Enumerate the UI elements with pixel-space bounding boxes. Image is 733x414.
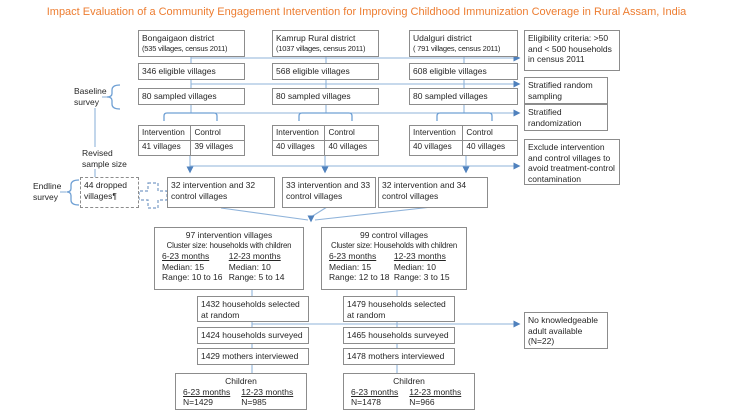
households-surveyed-box: 1424 households surveyed — [197, 327, 309, 344]
median-value: Median: 15 — [329, 261, 372, 272]
district-box: Kamrup Rural district (1037 villages, ce… — [272, 30, 379, 57]
households-surveyed-box: 1465 households surveyed — [343, 327, 455, 344]
district-detail: (535 villages, census 2011) — [142, 43, 228, 53]
arm-allocation-table: Intervention Control 40 villages 40 vill… — [272, 125, 379, 156]
households-selected-box: 1479 households selected at random — [343, 296, 455, 322]
eligible-villages-box: 346 eligible villages — [138, 63, 245, 80]
eligible-villages-box: 568 eligible villages — [272, 63, 379, 80]
arm-header: 97 intervention villages — [185, 230, 273, 240]
intervention-header-cell: Intervention — [410, 126, 463, 141]
children-title: Children — [225, 376, 257, 386]
age-group-label: 6-23 months — [351, 386, 399, 397]
dropped-villages-box: 44 dropped villages¶ — [80, 177, 139, 208]
district-box: Udalguri district ( 791 villages, census… — [409, 30, 518, 57]
combined-villages-box: 32 intervention and 34 control villages — [378, 177, 488, 208]
control-arm-box: 99 control villages Cluster size: Househ… — [321, 227, 467, 290]
range-value: Range: 10 to 16 — [162, 272, 223, 282]
sampled-villages-box: 80 sampled villages — [138, 88, 245, 105]
control-count-cell: 40 villages — [462, 140, 517, 155]
district-box: Bongaigaon district (535 villages, censu… — [138, 30, 245, 57]
mothers-interviewed-box: 1429 mothers interviewed — [197, 348, 309, 365]
eligible-villages-box: 608 eligible villages — [409, 63, 518, 80]
note-exclusion: Exclude intervention and control village… — [524, 139, 620, 185]
intervention-count-cell: 41 villages — [142, 142, 181, 151]
section-break-cross-icon — [138, 182, 168, 209]
control-header-cell: Control — [190, 126, 244, 141]
intervention-header-cell: Intervention — [139, 126, 191, 141]
age-group-label: 6-23 months — [329, 251, 377, 261]
median-value: Median: 15 — [162, 261, 205, 272]
district-name: Udalguri district — [413, 33, 472, 43]
control-header-cell: Control — [462, 126, 517, 141]
age-group-label: 12-23 months — [409, 386, 462, 397]
diagram-title: Impact Evaluation of a Community Engagem… — [46, 6, 687, 18]
intervention-arm-box: 97 intervention villages Cluster size: h… — [154, 227, 304, 290]
age-group-label: 6-23 months — [162, 251, 210, 261]
sampled-villages-box: 80 sampled villages — [409, 88, 518, 105]
children-count: N=1478 — [351, 397, 382, 407]
mothers-interviewed-box: 1478 mothers interviewed — [343, 348, 455, 365]
arm-allocation-table: Intervention Control 40 villages 40 vill… — [409, 125, 518, 156]
intervention-header-cell: Intervention — [273, 126, 325, 141]
children-count: N=1429 — [183, 397, 214, 407]
endline-survey-label: Endline survey — [33, 181, 62, 202]
control-count-cell: 40 villages — [324, 140, 378, 155]
median-value: Median: 10 — [228, 261, 271, 272]
control-count-cell: 39 villages — [190, 140, 244, 155]
district-detail: ( 791 villages, census 2011) — [413, 43, 501, 53]
children-count: N=985 — [241, 397, 267, 407]
note-no-knowledgeable-adult: No knowledgeable adult available (N=22) — [524, 312, 608, 349]
children-title: Children — [393, 376, 425, 386]
arm-cluster-line: Cluster size: households with children — [166, 240, 292, 250]
note-stratified-randomization: Stratified randomization — [524, 104, 608, 131]
range-value: Range: 5 to 14 — [228, 272, 285, 282]
arm-header: 99 control villages — [359, 230, 429, 240]
note-stratified-sampling: Stratified random sampling — [524, 77, 608, 104]
children-summary-box: Children 6-23 months 12-23 months N=1429… — [175, 373, 307, 410]
note-eligibility-criteria: Eligibility criteria: >50 and < 500 hous… — [524, 30, 620, 71]
arm-cluster-line: Cluster size: Households with children — [330, 240, 458, 250]
children-summary-box: Children 6-23 months 12-23 months N=1478… — [343, 373, 475, 410]
district-detail: (1037 villages, census 2011) — [276, 43, 366, 53]
age-group-label: 12-23 months — [228, 251, 281, 261]
split-bracket — [163, 112, 493, 121]
intervention-count-cell: 40 villages — [276, 142, 315, 151]
district-name: Kamrup Rural district — [276, 33, 356, 43]
baseline-brace-icon — [106, 84, 121, 110]
baseline-survey-label: Baseline survey — [74, 86, 107, 107]
district-name: Bongaigaon district — [142, 33, 215, 43]
combined-villages-box: 32 intervention and 32 control villages — [167, 177, 275, 208]
children-count: N=966 — [409, 397, 435, 407]
households-selected-box: 1432 households selected at random — [197, 296, 309, 322]
range-value: Range: 12 to 18 — [329, 272, 390, 282]
combined-villages-box: 33 intervention and 33 control villages — [282, 177, 376, 208]
intervention-count-cell: 40 villages — [413, 142, 452, 151]
arm-allocation-table: Intervention Control 41 villages 39 vill… — [138, 125, 245, 156]
age-group-label: 12-23 months — [393, 251, 446, 261]
range-value: Range: 3 to 15 — [393, 272, 450, 282]
revised-sample-size-label: Revised sample size — [82, 148, 127, 169]
age-group-label: 6-23 months — [183, 386, 231, 397]
age-group-label: 12-23 months — [241, 386, 294, 397]
median-value: Median: 10 — [393, 261, 436, 272]
endline-brace-icon — [66, 179, 80, 206]
control-header-cell: Control — [324, 126, 378, 141]
sampled-villages-box: 80 sampled villages — [272, 88, 379, 105]
